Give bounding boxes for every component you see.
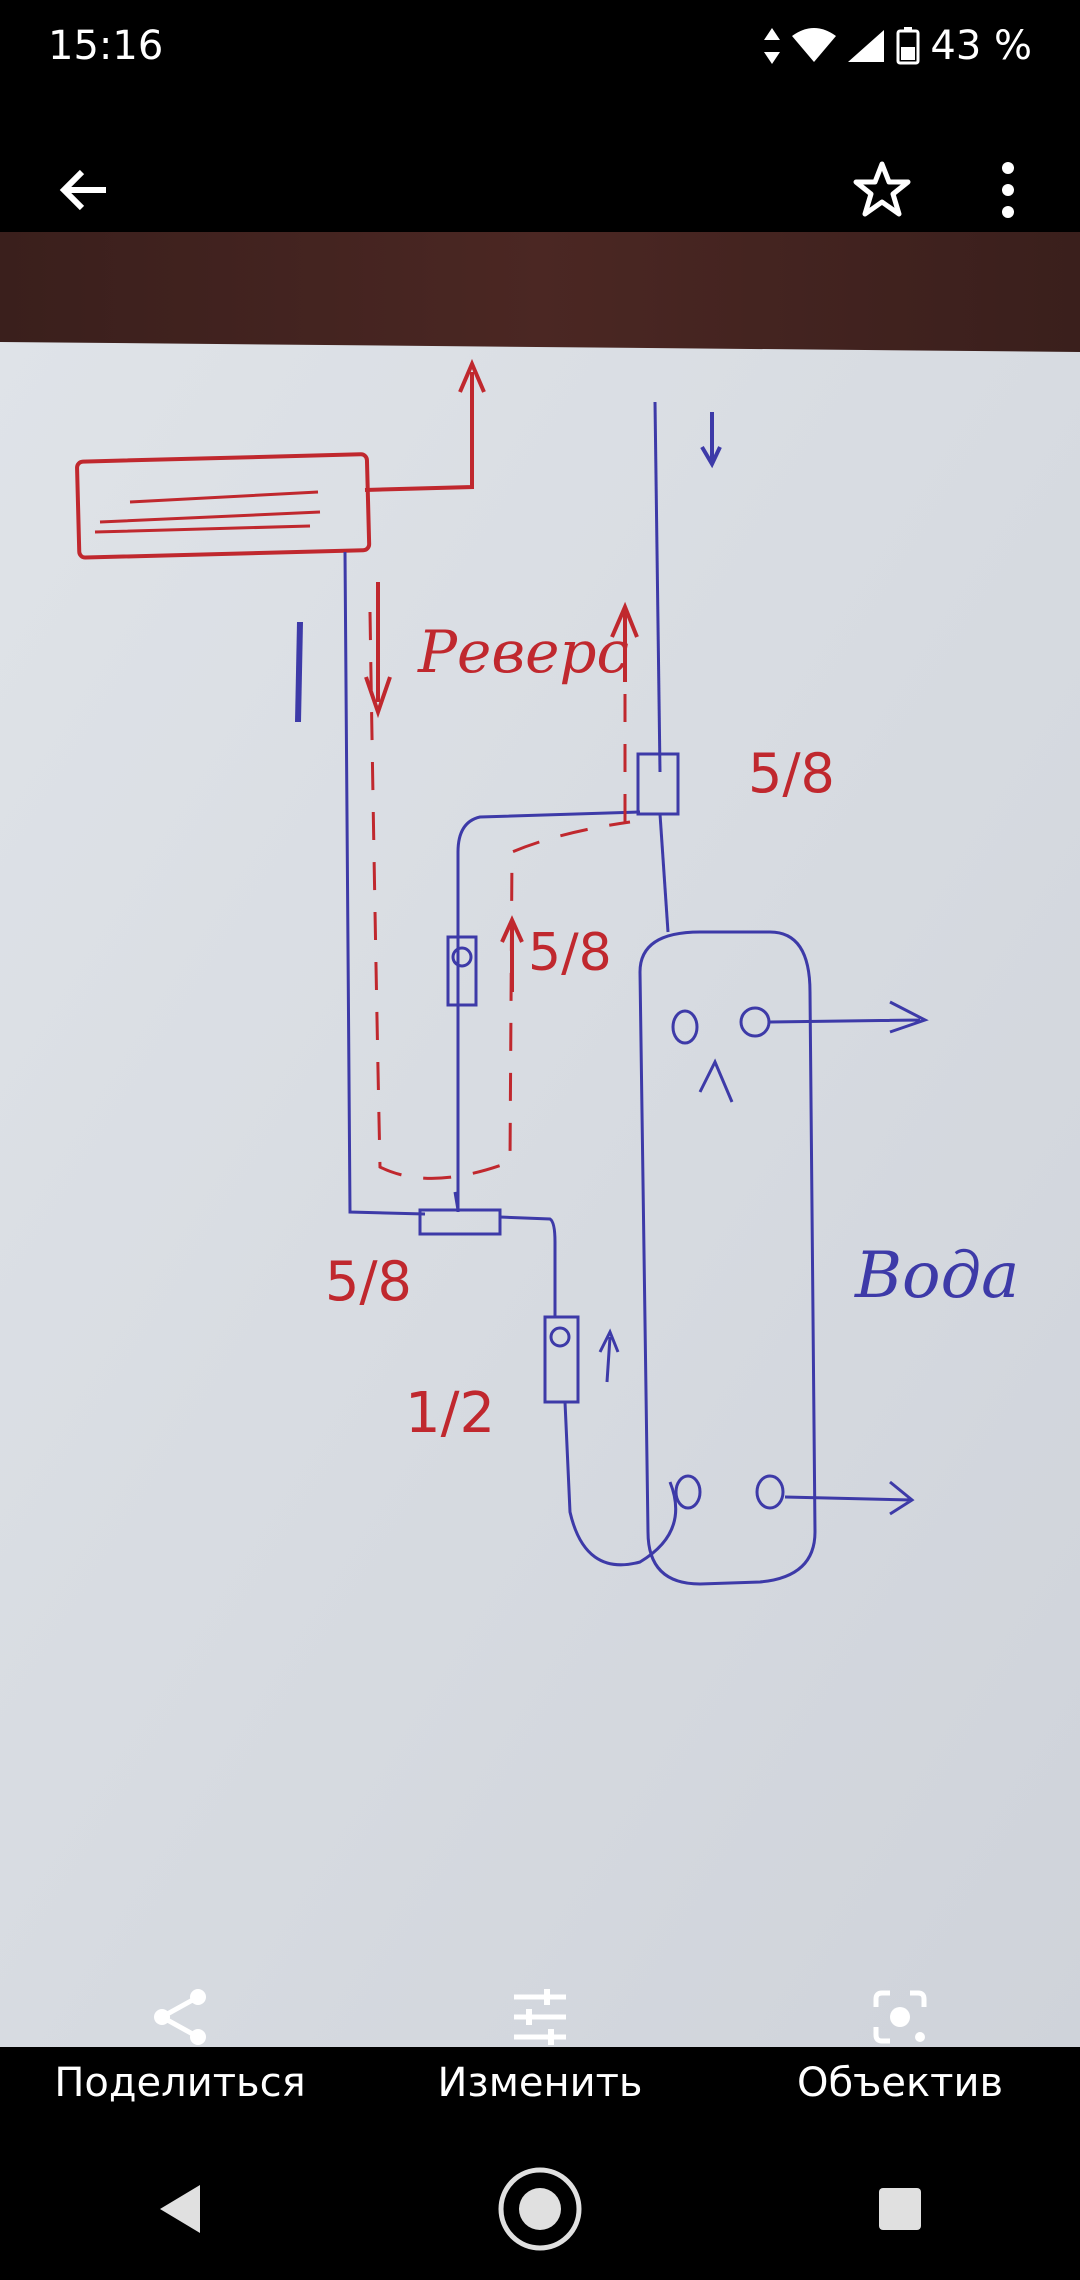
nav-home-icon [498, 2167, 582, 2250]
back-arrow-icon [59, 169, 106, 211]
data-arrows-icon [764, 28, 781, 64]
label-size-top: 5/8 [748, 742, 835, 805]
nav-recents-icon [879, 2187, 921, 2230]
label-size-bottom-left: 5/8 [325, 1250, 412, 1313]
nav-back-icon [160, 2184, 200, 2233]
signal-icon [848, 30, 885, 62]
photo-image: Реверс 5/8 5/8 5/8 1/2 Вода [0, 232, 1080, 2047]
lens-button[interactable] [750, 1985, 1050, 2055]
nav-back-button[interactable] [115, 2144, 245, 2274]
app-bar [0, 120, 1080, 260]
share-button[interactable] [30, 1985, 330, 2055]
label-water: Вода [854, 1239, 1019, 1313]
wifi-icon [792, 28, 837, 62]
label-reverse: Реверс [417, 618, 629, 686]
status-icons: 43 % [762, 23, 1032, 69]
label-size-middle: 5/8 [528, 923, 612, 983]
tune-icon [514, 1989, 566, 2045]
battery-icon [896, 27, 920, 65]
star-outline-icon [853, 161, 911, 217]
nav-home-button[interactable] [475, 2144, 605, 2274]
lens-label[interactable]: Объектив [796, 2060, 1004, 2106]
edit-button[interactable] [390, 1985, 690, 2055]
edit-label[interactable]: Изменить [437, 2060, 643, 2106]
more-options-button[interactable] [968, 150, 1048, 230]
photo-viewer[interactable]: Реверс 5/8 5/8 5/8 1/2 Вода [0, 232, 1080, 2047]
lens-icon [873, 1990, 927, 2044]
more-vert-icon [1002, 162, 1014, 218]
label-size-half: 1/2 [405, 1381, 495, 1446]
share-icon [154, 1989, 206, 2045]
back-button[interactable] [44, 150, 124, 230]
battery-percent: 43 % [930, 23, 1032, 69]
favorite-button[interactable] [842, 150, 922, 230]
actions-bar-bg [0, 2047, 1080, 2137]
system-nav-bar [0, 2137, 1080, 2280]
action-icons [0, 1985, 1080, 2055]
status-time: 15:16 [48, 23, 164, 69]
nav-recents-button[interactable] [835, 2144, 965, 2274]
share-label[interactable]: Поделиться [54, 2060, 306, 2106]
status-bar: 15:16 43 % [0, 0, 1080, 92]
action-labels: Поделиться Изменить Объектив [0, 2060, 1080, 2130]
